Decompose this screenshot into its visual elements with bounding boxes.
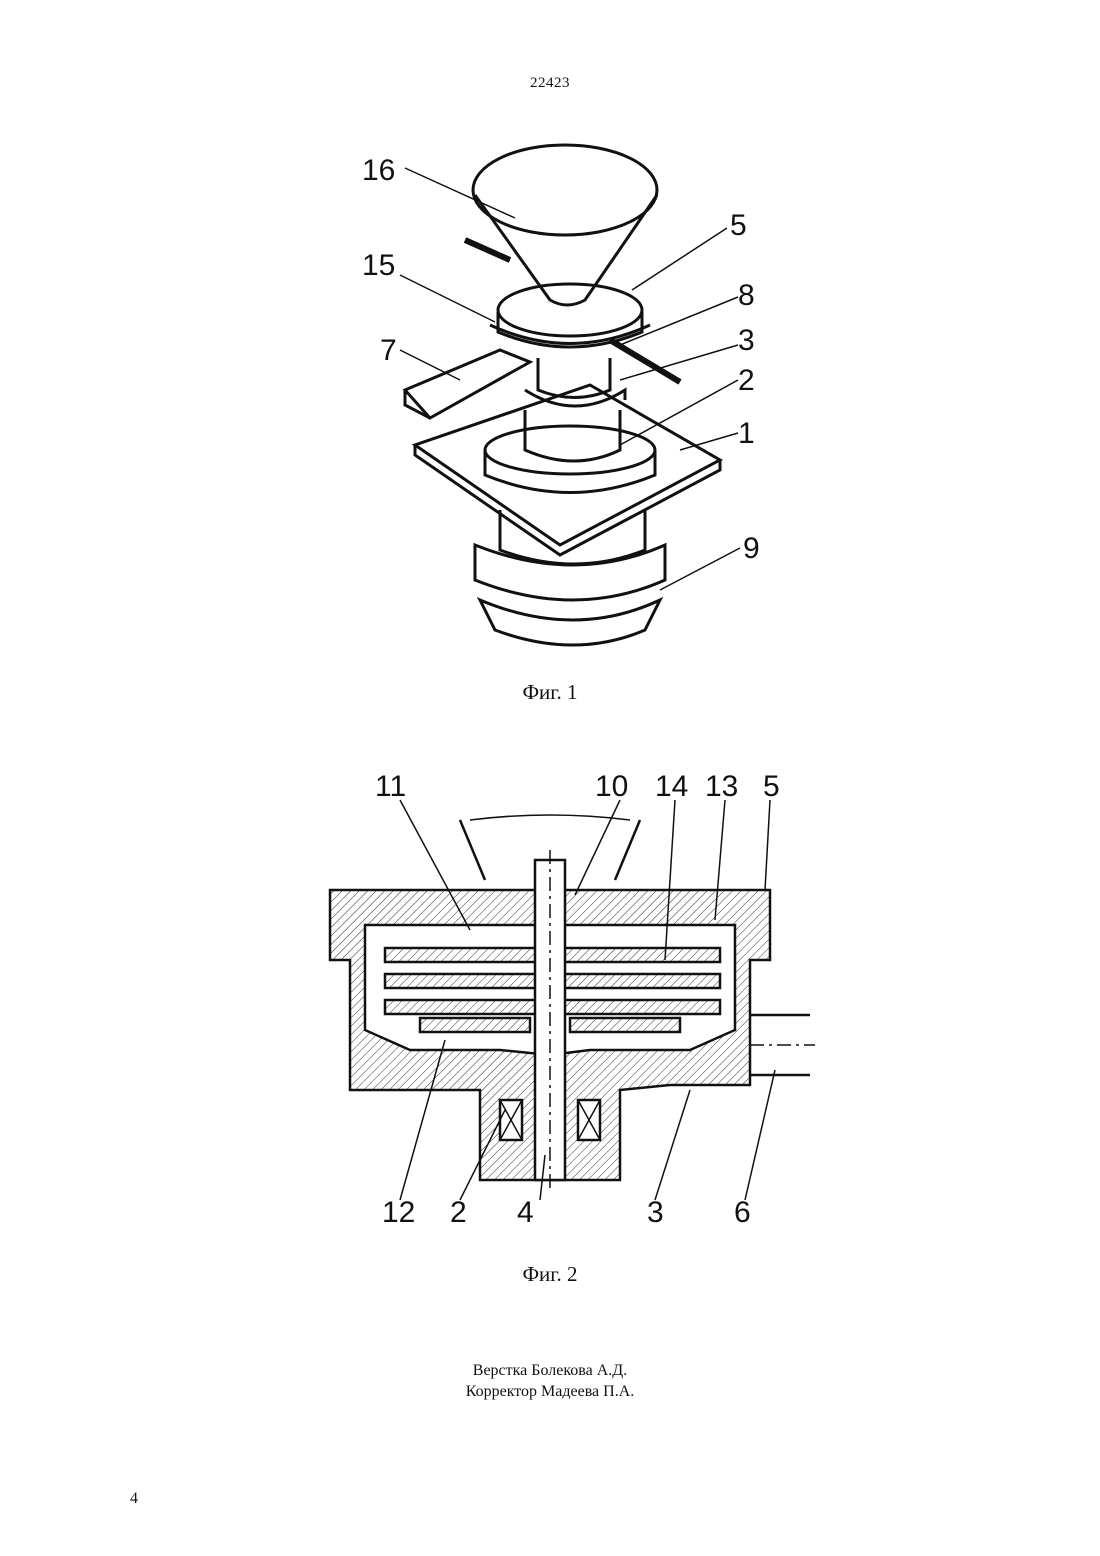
fig2-label-13: 13: [705, 770, 738, 803]
fig1-label-9: 9: [743, 532, 760, 565]
base-disk: [485, 426, 655, 474]
figure-2-caption: Фиг. 2: [0, 1262, 1100, 1287]
fig1-label-5: 5: [730, 209, 747, 242]
fig1-label-8: 8: [738, 279, 755, 312]
fig2-label-12: 12: [382, 1196, 415, 1229]
fig2-label-11: 11: [375, 770, 406, 803]
fig1-label-7: 7: [380, 334, 397, 367]
fig1-label-1: 1: [738, 417, 755, 450]
fig2-label-6: 6: [734, 1196, 751, 1229]
fig1-label-16: 16: [362, 154, 395, 187]
page-number: 4: [130, 1490, 138, 1508]
figure-2-drawing: 11 10 14 13 5 12 2 4 3 6: [320, 760, 820, 1300]
footer-credits: Верстка Болекова А.Д. Корректор Мадеева …: [0, 1360, 1100, 1402]
fig1-label-15: 15: [362, 249, 395, 282]
fig2-label-10: 10: [595, 770, 628, 803]
chute: [405, 350, 530, 418]
fig2-label-14: 14: [655, 770, 688, 803]
fig2-label-4: 4: [517, 1196, 534, 1229]
fig1-label-3: 3: [738, 324, 755, 357]
fig2-label-3: 3: [647, 1196, 664, 1229]
figure-1-svg: 16 5 8 15 3 7 2 1 9: [320, 100, 820, 720]
figure-2-svg: 11 10 14 13 5 12 2 4 3 6: [320, 760, 820, 1300]
hopper-rim: [473, 145, 657, 235]
lid-top: [498, 284, 642, 336]
fig2-label-5: 5: [763, 770, 780, 803]
footer-proofreader-credit: Корректор Мадеева П.А.: [0, 1381, 1100, 1402]
figure-1-caption: Фиг. 1: [0, 680, 1100, 705]
fig1-label-2: 2: [738, 364, 755, 397]
fig2-label-2: 2: [450, 1196, 467, 1229]
figure-1-drawing: 16 5 8 15 3 7 2 1 9: [320, 100, 820, 720]
document-number: 22423: [0, 75, 1100, 92]
plate: [415, 385, 720, 545]
footer-layout-credit: Верстка Болекова А.Д.: [0, 1360, 1100, 1381]
